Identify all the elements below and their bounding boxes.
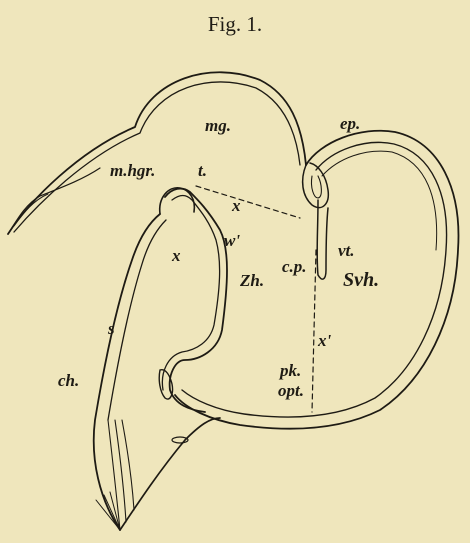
upper-brain-wall-outer (8, 72, 306, 234)
hemisphere-outer (175, 131, 458, 429)
label-opt: opt. (278, 382, 304, 399)
label-w-prime: w' (224, 232, 240, 249)
label-ch: ch. (58, 372, 79, 389)
label-mg: mg. (205, 117, 231, 134)
label-ep: ep. (340, 115, 360, 132)
label-x-left: x (172, 247, 181, 264)
label-x-prime: x' (318, 332, 331, 349)
figure-caption: Fig. 1. (0, 12, 470, 37)
label-t: t. (198, 162, 207, 179)
label-s: s (108, 320, 115, 337)
label-mhgr: m.hgr. (110, 162, 155, 179)
upper-brain-wall-lip-inner (14, 194, 48, 226)
label-pk: pk. (280, 362, 301, 379)
label-svh: Svh. (343, 270, 379, 290)
body-inner (108, 220, 166, 420)
label-cp: c.p. (282, 258, 307, 275)
hemisphere-inner2 (322, 151, 437, 250)
hemisphere-inner (182, 142, 447, 417)
lower-body (120, 418, 220, 530)
upper-brain-wall-inner (14, 82, 300, 232)
central-wall-inner (162, 196, 219, 391)
label-zh: Zh. (240, 272, 264, 289)
dash-vertical-x-prime (312, 250, 316, 412)
velum-fold (317, 200, 328, 279)
body-outer (94, 214, 160, 530)
label-x-upper: x (232, 197, 241, 214)
epiphysis-inner (311, 176, 321, 198)
label-vt: vt. (338, 242, 355, 259)
dash-t-cp (196, 186, 300, 218)
